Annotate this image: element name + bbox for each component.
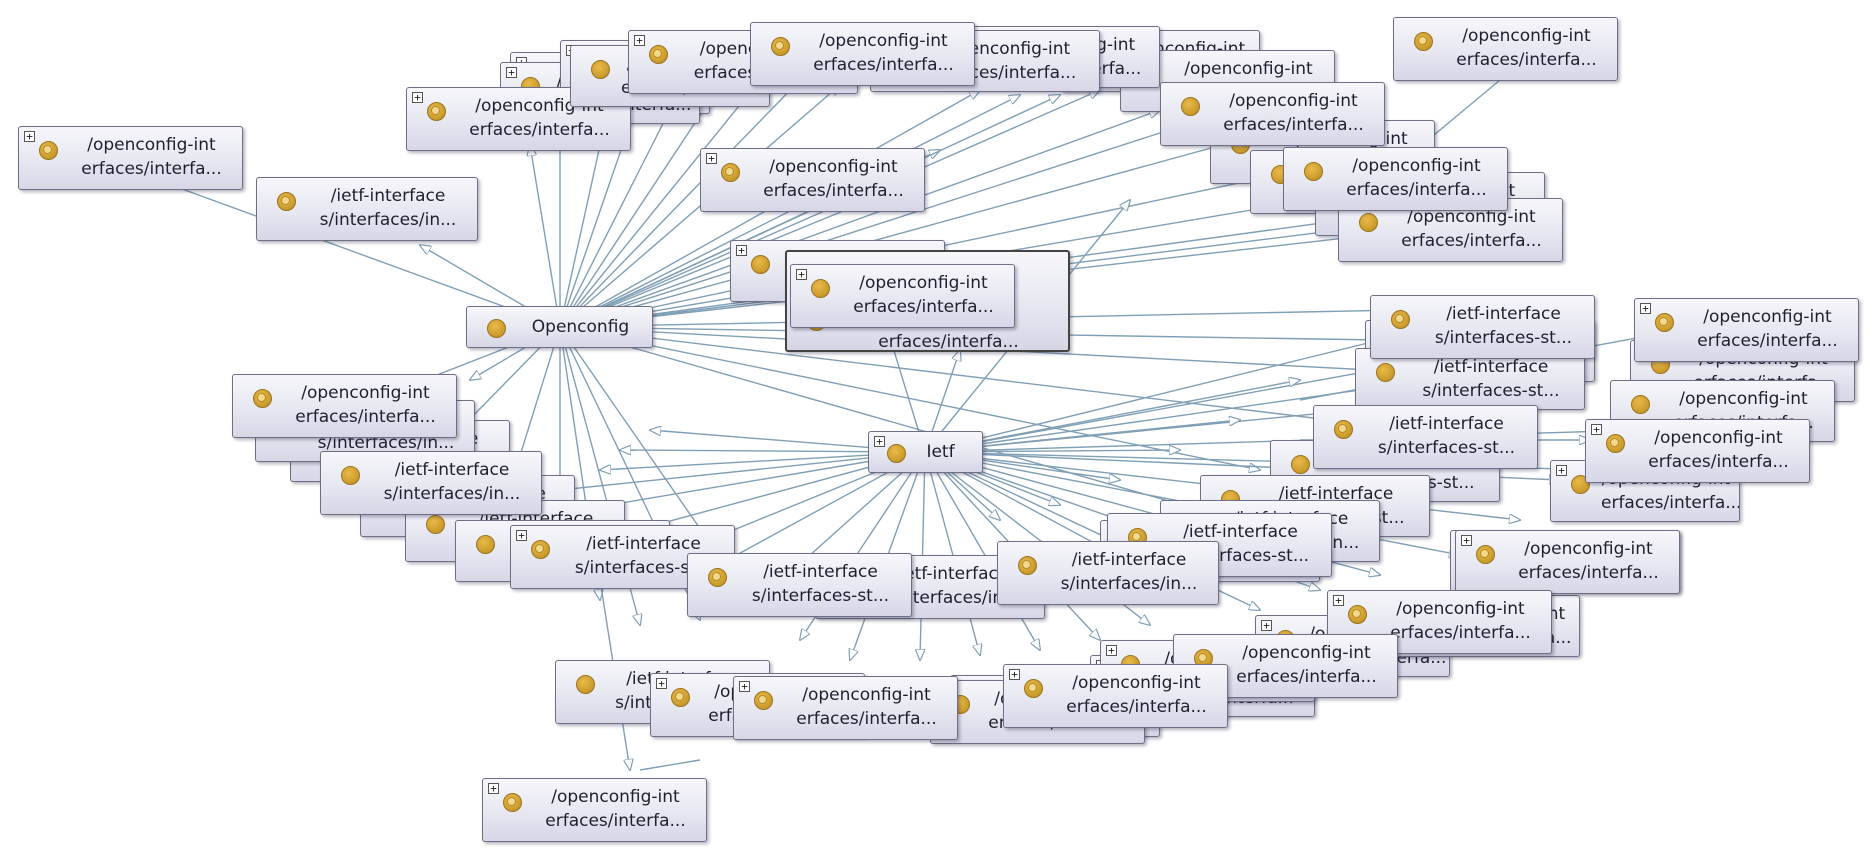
- graph-edge: [130, 170, 561, 328]
- expand-plus-icon[interactable]: +: [796, 269, 807, 280]
- graph-edge: [559, 140, 1240, 328]
- graph-node-ietf-interfaces-state[interactable]: /ietf-interface s/interfaces-st...: [1370, 295, 1595, 359]
- class-circle-icon: [1024, 679, 1043, 698]
- graph-edge: [559, 120, 1200, 328]
- graph-node-openconfig[interactable]: /openconfig-int erfaces/interfa...: [1160, 82, 1385, 146]
- class-circle-icon: [671, 688, 690, 707]
- expand-plus-icon[interactable]: +: [1556, 465, 1567, 476]
- class-circle-icon: [1348, 605, 1367, 624]
- graph-edge: [559, 200, 870, 328]
- class-circle-icon: [1359, 213, 1378, 232]
- class-circle-icon: [811, 279, 830, 298]
- graph-node-openconfig-hub[interactable]: Openconfig: [466, 306, 653, 348]
- graph-node-openconfig[interactable]: +/openconfig-int erfaces/interfa...: [482, 778, 707, 842]
- graph-node-openconfig[interactable]: /openconfig-int erfaces/interfa...: [232, 374, 457, 438]
- class-circle-icon: [253, 389, 272, 408]
- class-circle-icon: [1304, 162, 1323, 181]
- graph-node-ietf-interfaces[interactable]: /ietf-interface s/interfaces/in...: [256, 177, 478, 241]
- graph-edge: [559, 80, 800, 328]
- class-circle-icon: [1181, 97, 1200, 116]
- graph-edge: [924, 451, 980, 655]
- expand-plus-icon[interactable]: +: [1591, 424, 1602, 435]
- class-circle-icon: [1334, 420, 1353, 439]
- graph-node-openconfig[interactable]: +/openconfig-int erfaces/interfa...: [1455, 530, 1680, 594]
- graph-edge: [639, 759, 701, 771]
- graph-node-ietf-interfaces[interactable]: /ietf-interface s/interfaces/in...: [997, 541, 1219, 605]
- expand-plus-icon[interactable]: +: [516, 530, 527, 541]
- expand-plus-icon[interactable]: +: [488, 783, 499, 794]
- class-circle-icon: [277, 192, 296, 211]
- class-circle-icon: [754, 691, 773, 710]
- graph-edge: [559, 90, 680, 328]
- class-circle-icon: [771, 37, 790, 56]
- class-circle-icon: [708, 568, 727, 587]
- graph-node-openconfig[interactable]: +/openconfig-int erfaces/interfa...: [790, 264, 1015, 328]
- graph-node-openconfig[interactable]: /openconfig-int erfaces/interfa...: [1393, 17, 1618, 81]
- class-circle-icon: [721, 163, 740, 182]
- class-circle-icon: [1391, 310, 1410, 329]
- class-circle-icon: [1606, 434, 1625, 453]
- graph-node-ietf-interfaces-state[interactable]: /ietf-interface s/interfaces-st...: [1313, 405, 1538, 469]
- graph-edge: [559, 80, 760, 328]
- graph-node-ietf-interfaces[interactable]: /ietf-interface s/interfaces/in...: [320, 451, 542, 515]
- graph-node-openconfig[interactable]: /openconfig-int erfaces/interfa...: [750, 22, 975, 86]
- graph-edge: [924, 340, 1380, 453]
- class-circle-icon: [39, 141, 58, 160]
- expand-plus-icon[interactable]: +: [412, 92, 423, 103]
- graph-node-ietf-hub[interactable]: +Ietf: [868, 431, 983, 473]
- expand-plus-icon[interactable]: +: [1461, 535, 1472, 546]
- class-circle-icon: [341, 466, 360, 485]
- graph-edge: [559, 85, 720, 328]
- class-circle-icon: [476, 535, 495, 554]
- class-circle-icon: [1631, 395, 1650, 414]
- expand-plus-icon[interactable]: +: [1333, 595, 1344, 606]
- class-circle-icon: [751, 255, 770, 274]
- expand-plus-icon[interactable]: +: [1009, 669, 1020, 680]
- expand-plus-icon[interactable]: +: [506, 67, 517, 78]
- class-circle-icon: [426, 515, 445, 534]
- expand-plus-icon[interactable]: +: [1640, 303, 1651, 314]
- graph-node-openconfig[interactable]: +/openconfig-int erfaces/interfa...: [733, 676, 958, 740]
- expand-plus-icon[interactable]: +: [1106, 645, 1117, 656]
- class-circle-icon: [1376, 363, 1395, 382]
- class-circle-icon: [1291, 455, 1310, 474]
- graph-node-openconfig[interactable]: +/openconfig-int erfaces/interfa...: [1003, 664, 1228, 728]
- graph-node-openconfig[interactable]: +/openconfig-int erfaces/interfa...: [700, 148, 925, 212]
- graph-node-openconfig[interactable]: +/openconfig-int erfaces/interfa...: [1585, 419, 1810, 483]
- expand-plus-icon[interactable]: +: [1261, 620, 1272, 631]
- graph-edge: [559, 326, 1260, 470]
- graph-edge: [559, 326, 1330, 420]
- class-circle-icon: [503, 793, 522, 812]
- class-circle-icon: [427, 102, 446, 121]
- graph-edge: [924, 360, 1430, 453]
- expand-plus-icon[interactable]: +: [634, 35, 645, 46]
- class-circle-icon: [531, 540, 550, 559]
- expand-plus-icon[interactable]: +: [739, 681, 750, 692]
- expand-plus-icon[interactable]: +: [874, 436, 885, 447]
- class-circle-icon: [576, 675, 595, 694]
- class-circle-icon: [1476, 545, 1495, 564]
- graph-node-openconfig[interactable]: /openconfig-int erfaces/interfa...: [1283, 147, 1508, 211]
- expand-plus-icon[interactable]: +: [736, 245, 747, 256]
- graph-node-openconfig[interactable]: +/openconfig-int erfaces/interfa...: [18, 126, 243, 190]
- graph-node-openconfig[interactable]: +/openconfig-int erfaces/interfa...: [1634, 298, 1859, 362]
- graph-edge: [559, 110, 1160, 328]
- class-circle-icon: [1655, 313, 1674, 332]
- expand-plus-icon[interactable]: +: [656, 678, 667, 689]
- class-circle-icon: [1018, 556, 1037, 575]
- expand-plus-icon[interactable]: +: [24, 131, 35, 142]
- class-circle-icon: [649, 45, 668, 64]
- class-circle-icon: [887, 444, 906, 463]
- graph-edge: [530, 145, 561, 328]
- graph-edge: [924, 380, 1300, 453]
- class-circle-icon: [487, 319, 506, 338]
- graph-edge: [559, 326, 1200, 510]
- graph-edge: [560, 451, 926, 490]
- graph-node-ietf-interfaces-state[interactable]: /ietf-interface s/interfaces-st...: [687, 553, 912, 617]
- class-circle-icon: [1414, 32, 1433, 51]
- class-circle-icon: [591, 60, 610, 79]
- class-circle-icon: [1194, 649, 1213, 668]
- expand-plus-icon[interactable]: +: [706, 153, 717, 164]
